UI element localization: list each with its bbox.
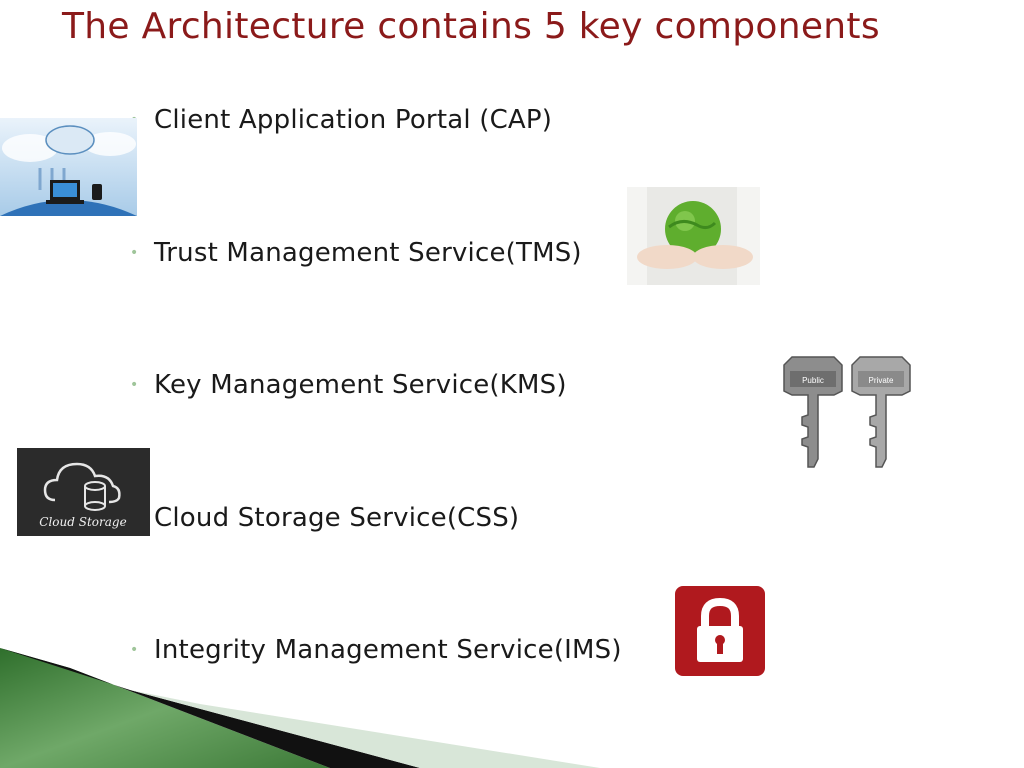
slide-title: The Architecture contains 5 key componen… [62, 6, 880, 47]
bullet-ims: • Integrity Management Service(IMS) [130, 630, 622, 670]
bullet-dot: • [130, 245, 139, 261]
bullet-tms: • Trust Management Service(TMS) [130, 233, 582, 273]
key-private-label: Private [869, 376, 894, 385]
bullet-cap: • Client Application Portal (CAP) [130, 100, 552, 140]
bullet-css: • Cloud Storage Service(CSS) [130, 498, 519, 538]
bullet-text-kms: Key Management Service(KMS) [154, 370, 567, 400]
bullet-text-ims: Integrity Management Service(IMS) [154, 635, 622, 665]
cloud-storage-chalk-text: Cloud Storage [39, 515, 126, 529]
bullet-kms: • Key Management Service(KMS) [130, 365, 567, 405]
cloud-computing-image [0, 118, 137, 216]
globe-in-hands-image [627, 187, 760, 285]
key-public-label: Public [802, 376, 824, 385]
bullet-dot: • [130, 377, 139, 393]
keys-image: Public Private [780, 355, 915, 473]
padlock-icon [673, 584, 767, 678]
bullet-text-css: Cloud Storage Service(CSS) [154, 503, 520, 533]
bullet-text-cap: Client Application Portal (CAP) [154, 105, 553, 135]
bullet-text-tms: Trust Management Service(TMS) [154, 238, 582, 268]
cloud-storage-image: Cloud Storage [17, 448, 150, 542]
bullet-dot: • [130, 642, 139, 658]
